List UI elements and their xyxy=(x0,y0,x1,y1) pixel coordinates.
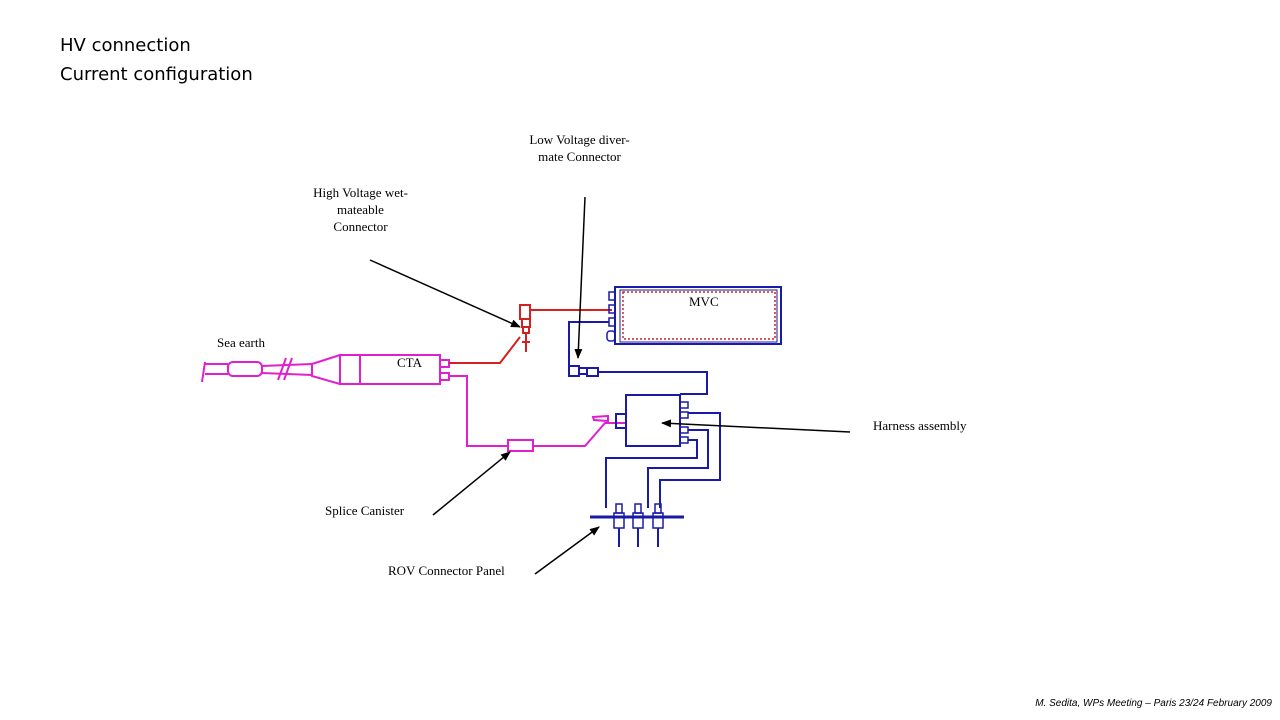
sea-earth-electrode xyxy=(227,361,263,377)
sea-earth-electrode-end xyxy=(201,361,206,383)
cta-to-splice-cable xyxy=(449,375,508,447)
cable-break-mark-2 xyxy=(283,357,293,381)
hv-connector-lower xyxy=(522,326,530,334)
rov-panel-label: ROV Connector Panel xyxy=(388,563,505,578)
harness-port-2 xyxy=(679,411,689,419)
slide-footer: M. Sedita, WPs Meeting – Paris 23/24 Feb… xyxy=(1035,698,1272,709)
harness-to-rov-cable-1 xyxy=(659,412,721,508)
cta-to-hv-connector-cable xyxy=(449,336,521,364)
slide-subtitle: Current configuration xyxy=(60,64,253,85)
harness-port-3 xyxy=(679,426,689,434)
mvc-port-4 xyxy=(606,330,616,342)
cta-collar xyxy=(339,354,361,385)
mvc-to-lv-connector-cable xyxy=(568,321,609,371)
splice-canister-body xyxy=(507,439,534,452)
mvc-inner-hv xyxy=(622,291,776,340)
hv-connector-pointer xyxy=(369,259,521,328)
lv-circuit xyxy=(568,286,782,547)
slide-title: HV connection xyxy=(60,35,191,56)
hv-connector-upper xyxy=(519,304,531,320)
mvc-port-1 xyxy=(608,291,616,301)
harness-label: Harness assembly xyxy=(873,418,967,433)
harness-pointer xyxy=(661,419,851,433)
harness-input-connector xyxy=(591,414,609,423)
harness-input-port xyxy=(615,413,627,429)
lv-connector-body xyxy=(568,365,580,377)
cta-assembly xyxy=(201,353,625,452)
hv-circuit xyxy=(449,291,776,364)
splice-to-harness-cable xyxy=(533,422,625,447)
lv-to-harness-cable xyxy=(598,371,708,395)
sea-earth-label: Sea earth xyxy=(217,335,266,350)
rov-connector-1-body xyxy=(613,512,625,529)
harness-port-4 xyxy=(679,436,689,444)
cable-break-mark-1 xyxy=(277,357,287,381)
hv-connector-mid xyxy=(521,318,531,328)
splice-label: Splice Canister xyxy=(325,503,405,518)
harness-to-rov-cable-3 xyxy=(605,439,698,508)
rov-connector-2-top xyxy=(634,503,642,514)
harness-box xyxy=(625,394,681,447)
splice-pointer xyxy=(432,451,511,516)
hv-connector-label: High Voltage wet- mateable Connector xyxy=(313,185,408,234)
lv-connector-plug xyxy=(586,367,599,377)
lv-connector-neck xyxy=(578,367,588,375)
rov-connector-2-body xyxy=(632,512,644,529)
cta-taper xyxy=(311,353,341,386)
cta-body xyxy=(359,354,441,385)
rov-connector-1-top xyxy=(615,503,623,514)
rov-panel-pointer xyxy=(534,526,600,575)
lv-connector-pointer xyxy=(574,196,586,359)
harness-port-1 xyxy=(679,401,689,409)
cta-port-hv xyxy=(439,359,450,368)
harness-to-rov-cable-2 xyxy=(647,429,709,508)
lv-connector-label: Low Voltage diver- mate Connector xyxy=(529,132,630,164)
mvc-inner-frame xyxy=(619,289,778,343)
sea-earth-cable-top xyxy=(261,363,313,367)
pointer-arrows xyxy=(369,196,851,575)
cta-label: CTA xyxy=(397,355,422,370)
cta-port-lv xyxy=(439,372,450,381)
mvc-port-2 xyxy=(608,304,616,314)
mvc-box xyxy=(614,286,782,345)
rov-connector-3-body xyxy=(652,512,664,529)
mvc-label: MVC xyxy=(689,294,719,309)
